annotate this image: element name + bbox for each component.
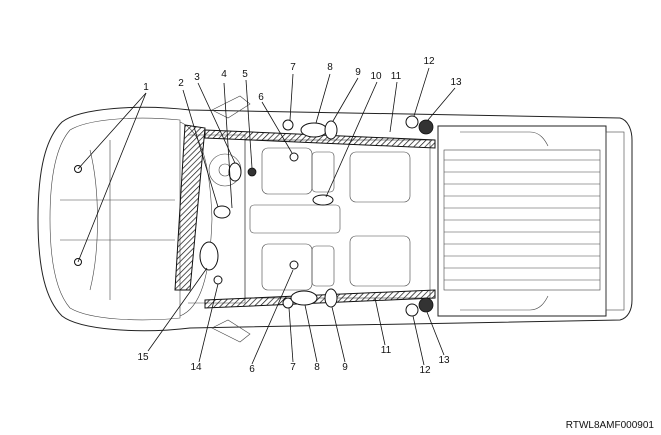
callout-7: 7 — [290, 62, 296, 73]
callout-3: 3 — [194, 72, 200, 83]
callout-8: 8 — [314, 362, 320, 373]
cargo-bed — [437, 125, 625, 317]
callout-7: 7 — [290, 362, 296, 373]
callout-11: 11 — [381, 345, 392, 356]
callout-12: 12 — [419, 365, 431, 376]
sill-strips — [174, 124, 436, 309]
leader-lines — [77, 67, 456, 366]
callout-13: 13 — [438, 355, 450, 366]
callout-5: 5 — [242, 69, 248, 80]
callout-13: 13 — [450, 77, 462, 88]
callout-12: 12 — [423, 56, 435, 67]
callout-1: 1 — [143, 82, 149, 93]
callout-14: 14 — [190, 362, 202, 373]
callout-9: 9 — [342, 362, 348, 373]
callout-10: 10 — [370, 71, 382, 82]
callout-6: 6 — [249, 364, 255, 375]
callout-6: 6 — [258, 92, 264, 103]
markers — [74, 115, 434, 317]
callout-11: 11 — [391, 71, 402, 82]
callout-4: 4 — [221, 69, 227, 80]
callout-8: 8 — [327, 62, 333, 73]
callout-2: 2 — [178, 78, 184, 89]
callout-15: 15 — [137, 352, 149, 363]
figure-code: RTWL8AMF000901 — [566, 420, 655, 431]
callout-9: 9 — [355, 67, 361, 78]
cabin-interior — [208, 139, 431, 299]
